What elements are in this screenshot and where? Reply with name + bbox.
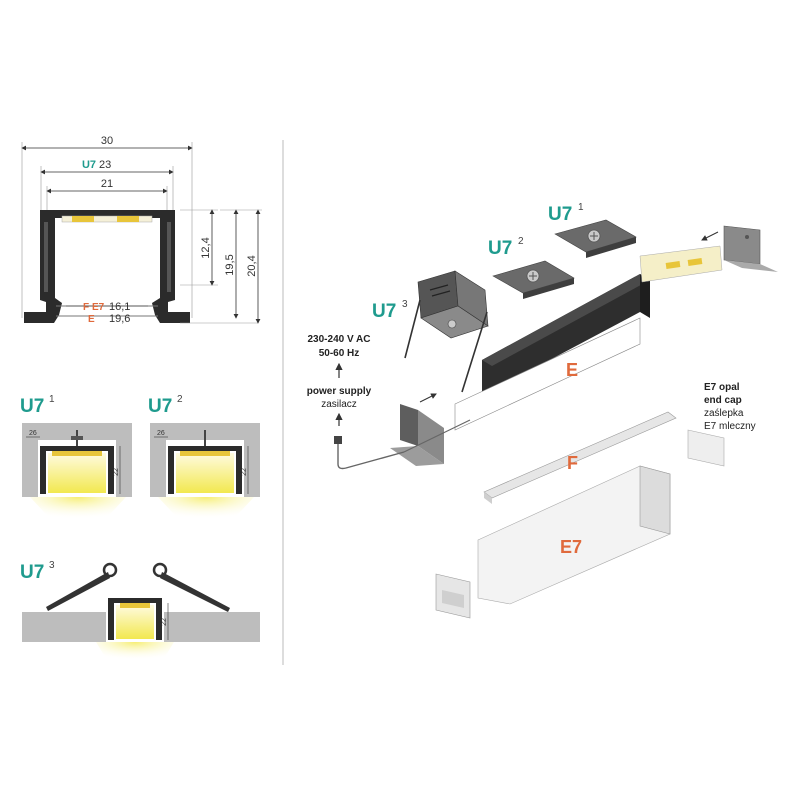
variant-2-profile bbox=[168, 446, 242, 494]
variant-u7-2: U7 2 26 22 bbox=[148, 394, 260, 525]
voltage-label: 230-240 V AC bbox=[308, 334, 371, 345]
variant-u7-1: U7 1 26 22 bbox=[20, 394, 132, 525]
frequency-label: 50-60 Hz bbox=[319, 348, 360, 359]
variant-2-sup: 2 bbox=[177, 394, 183, 405]
variant-1-sup: 1 bbox=[49, 394, 55, 405]
dim-19-5-label: 19,5 bbox=[224, 254, 236, 275]
power-supply-label: power supply bbox=[307, 386, 372, 397]
zasilacz-label: zasilacz bbox=[321, 399, 357, 410]
diffuser-f bbox=[483, 411, 677, 499]
variant-3-name: U7 bbox=[20, 562, 44, 583]
exp-label-e7: E7 bbox=[560, 537, 582, 557]
dim-u7-label: U7 bbox=[82, 159, 96, 171]
dim-30-label: 30 bbox=[101, 135, 113, 147]
feed-endcap bbox=[400, 404, 418, 446]
label-f: F bbox=[83, 302, 89, 313]
exp-u7-3-sup: 3 bbox=[402, 299, 408, 310]
variant-2-width: 26 bbox=[157, 430, 165, 437]
endcap-line-2: end cap bbox=[704, 395, 742, 406]
dim-12-4-label: 12,4 bbox=[200, 237, 212, 258]
exp-u7-1-sup: 1 bbox=[578, 202, 584, 213]
exp-u7-2-name: U7 bbox=[488, 238, 512, 259]
endcap-line-3: zaślepka bbox=[704, 408, 744, 419]
variant-3-sup: 3 bbox=[49, 560, 55, 571]
dim-20-4-label: 20,4 bbox=[246, 255, 258, 276]
spring-left bbox=[46, 572, 110, 611]
profile-outline bbox=[24, 210, 190, 323]
variant-2-name: U7 bbox=[148, 396, 172, 417]
variant-1-name: U7 bbox=[20, 396, 44, 417]
exp-label-f: F bbox=[567, 453, 578, 473]
variant-1-height: 22 bbox=[113, 468, 120, 476]
exp-label-e: E bbox=[566, 360, 578, 380]
endcap-line-4: E7 mleczny bbox=[704, 421, 756, 432]
variant-1-profile bbox=[40, 446, 114, 494]
cross-section-drawing: 30 U7 23 21 12,4 19,5 20,4 bbox=[21, 135, 262, 325]
exp-led-strip bbox=[639, 245, 723, 283]
label-e: E bbox=[88, 314, 95, 325]
label-e7: E7 bbox=[92, 302, 105, 313]
dim-21-label: 21 bbox=[101, 178, 113, 190]
variant-u7-3: U7 3 22 bbox=[20, 560, 260, 665]
exploded-view: U7 1 U7 2 U7 3 E bbox=[307, 202, 778, 619]
exp-u7-2-sup: 2 bbox=[518, 236, 524, 247]
endcap-line-1: E7 opal bbox=[704, 382, 740, 393]
dim-23-label: 23 bbox=[99, 159, 111, 171]
endcap-e7 bbox=[687, 429, 725, 467]
spring-right bbox=[160, 572, 230, 612]
exp-u7-3-name: U7 bbox=[372, 301, 396, 322]
variant-1-width: 26 bbox=[29, 430, 37, 437]
dim-16-1-label: 16,1 bbox=[109, 301, 130, 313]
led-strip bbox=[61, 215, 153, 223]
power-cable bbox=[337, 442, 405, 470]
bracket-3 bbox=[404, 270, 489, 393]
endcap-top bbox=[723, 225, 761, 265]
variant-3-profile bbox=[108, 598, 162, 640]
dim-19-6-label: 19,6 bbox=[109, 313, 130, 325]
variant-2-height: 22 bbox=[241, 468, 248, 476]
variant-3-height: 22 bbox=[161, 618, 168, 626]
exp-u7-1-name: U7 bbox=[548, 204, 572, 225]
